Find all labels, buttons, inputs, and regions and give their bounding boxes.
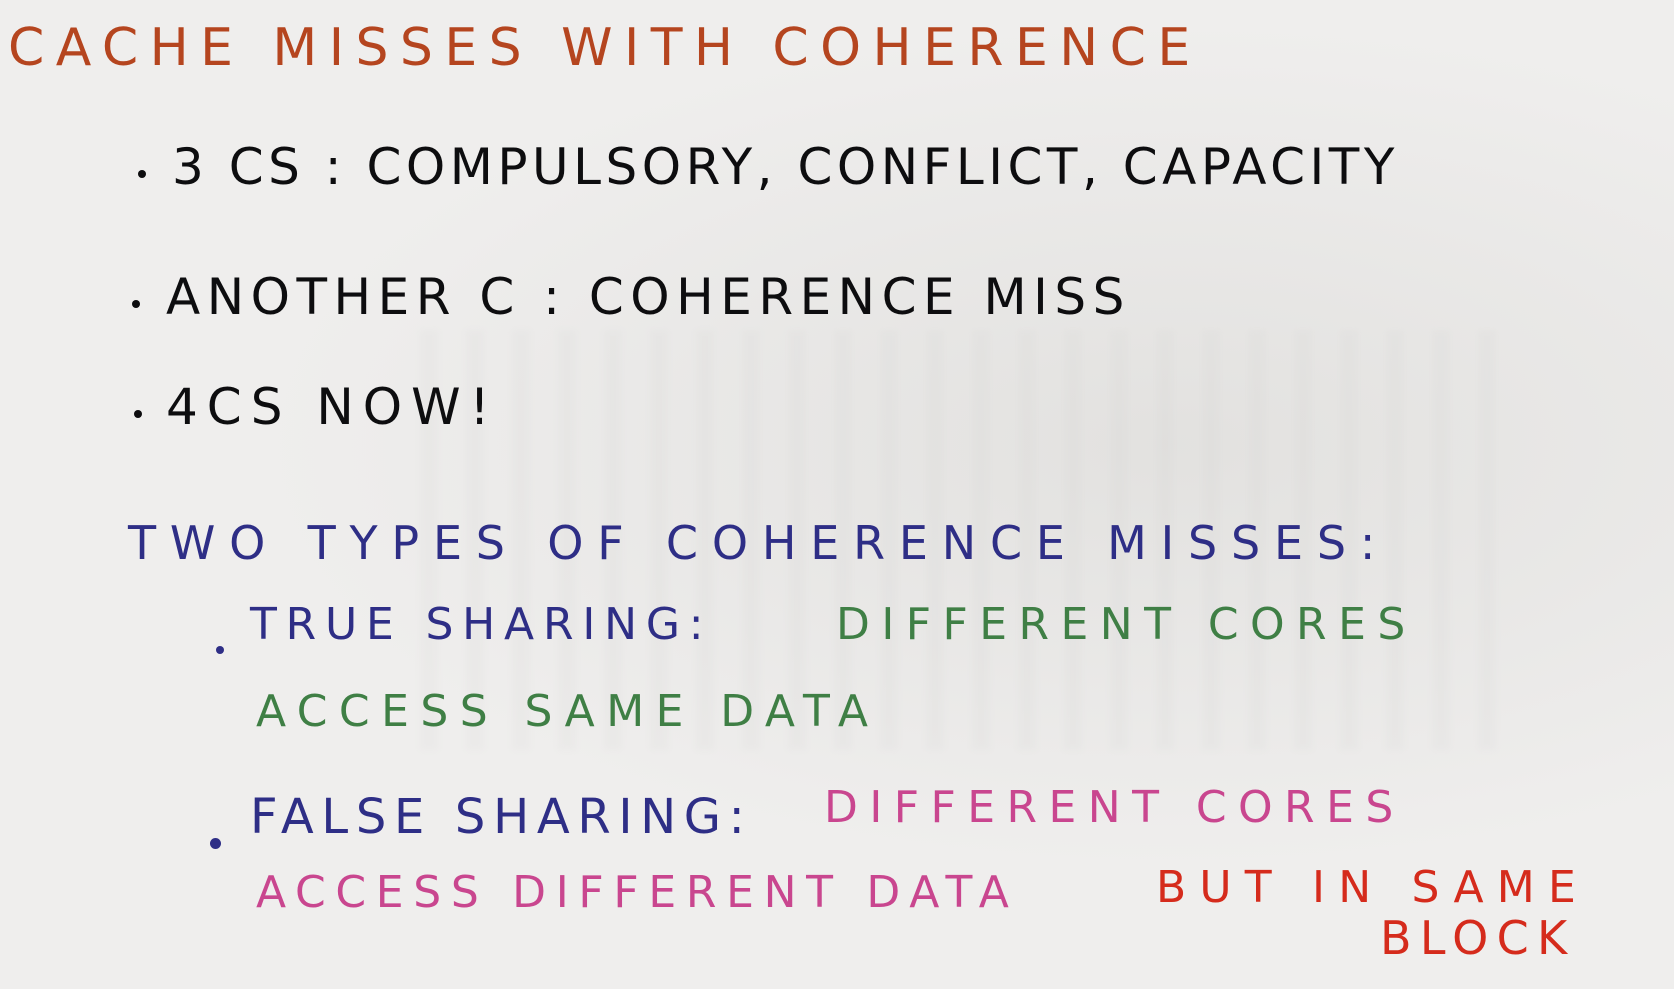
bullet-four-cs: 4Cs NOW! bbox=[166, 378, 499, 436]
false-sharing-desc-line2: ACCESS DIFFERENT DATA bbox=[256, 867, 1019, 918]
slide-title: CACHE MISSES WITH COHERENCE bbox=[8, 18, 1202, 78]
bullet-dot-icon bbox=[216, 646, 224, 654]
false-sharing-emphasis-line3: BLOCK bbox=[1380, 911, 1576, 965]
true-sharing-desc-line2: ACCESS SAME DATA bbox=[256, 686, 880, 737]
true-sharing-desc-line1: DIFFERENT CORES bbox=[836, 599, 1417, 650]
bullet-dot-icon bbox=[210, 838, 221, 849]
false-sharing-desc-line1: DIFFERENT CORES bbox=[824, 782, 1405, 833]
false-sharing-emphasis-line2: BUT IN SAME bbox=[1156, 862, 1589, 913]
bullet-dot-icon bbox=[132, 300, 140, 308]
section-heading: TWO TYPES OF COHERENCE MISSES: bbox=[128, 516, 1390, 570]
bullet-dot-icon bbox=[138, 170, 146, 178]
false-sharing-label: FALSE SHARING: bbox=[250, 789, 753, 845]
bullet-dot-icon bbox=[134, 410, 142, 418]
bullet-three-cs: 3 Cs : COMPULSORY, CONFLICT, CAPACITY bbox=[172, 138, 1399, 196]
bullet-another-c: ANOTHER C : COHERENCE MISS bbox=[166, 268, 1131, 326]
erased-writing-background bbox=[420, 330, 1520, 750]
true-sharing-label: TRUE SHARING: bbox=[250, 599, 713, 650]
